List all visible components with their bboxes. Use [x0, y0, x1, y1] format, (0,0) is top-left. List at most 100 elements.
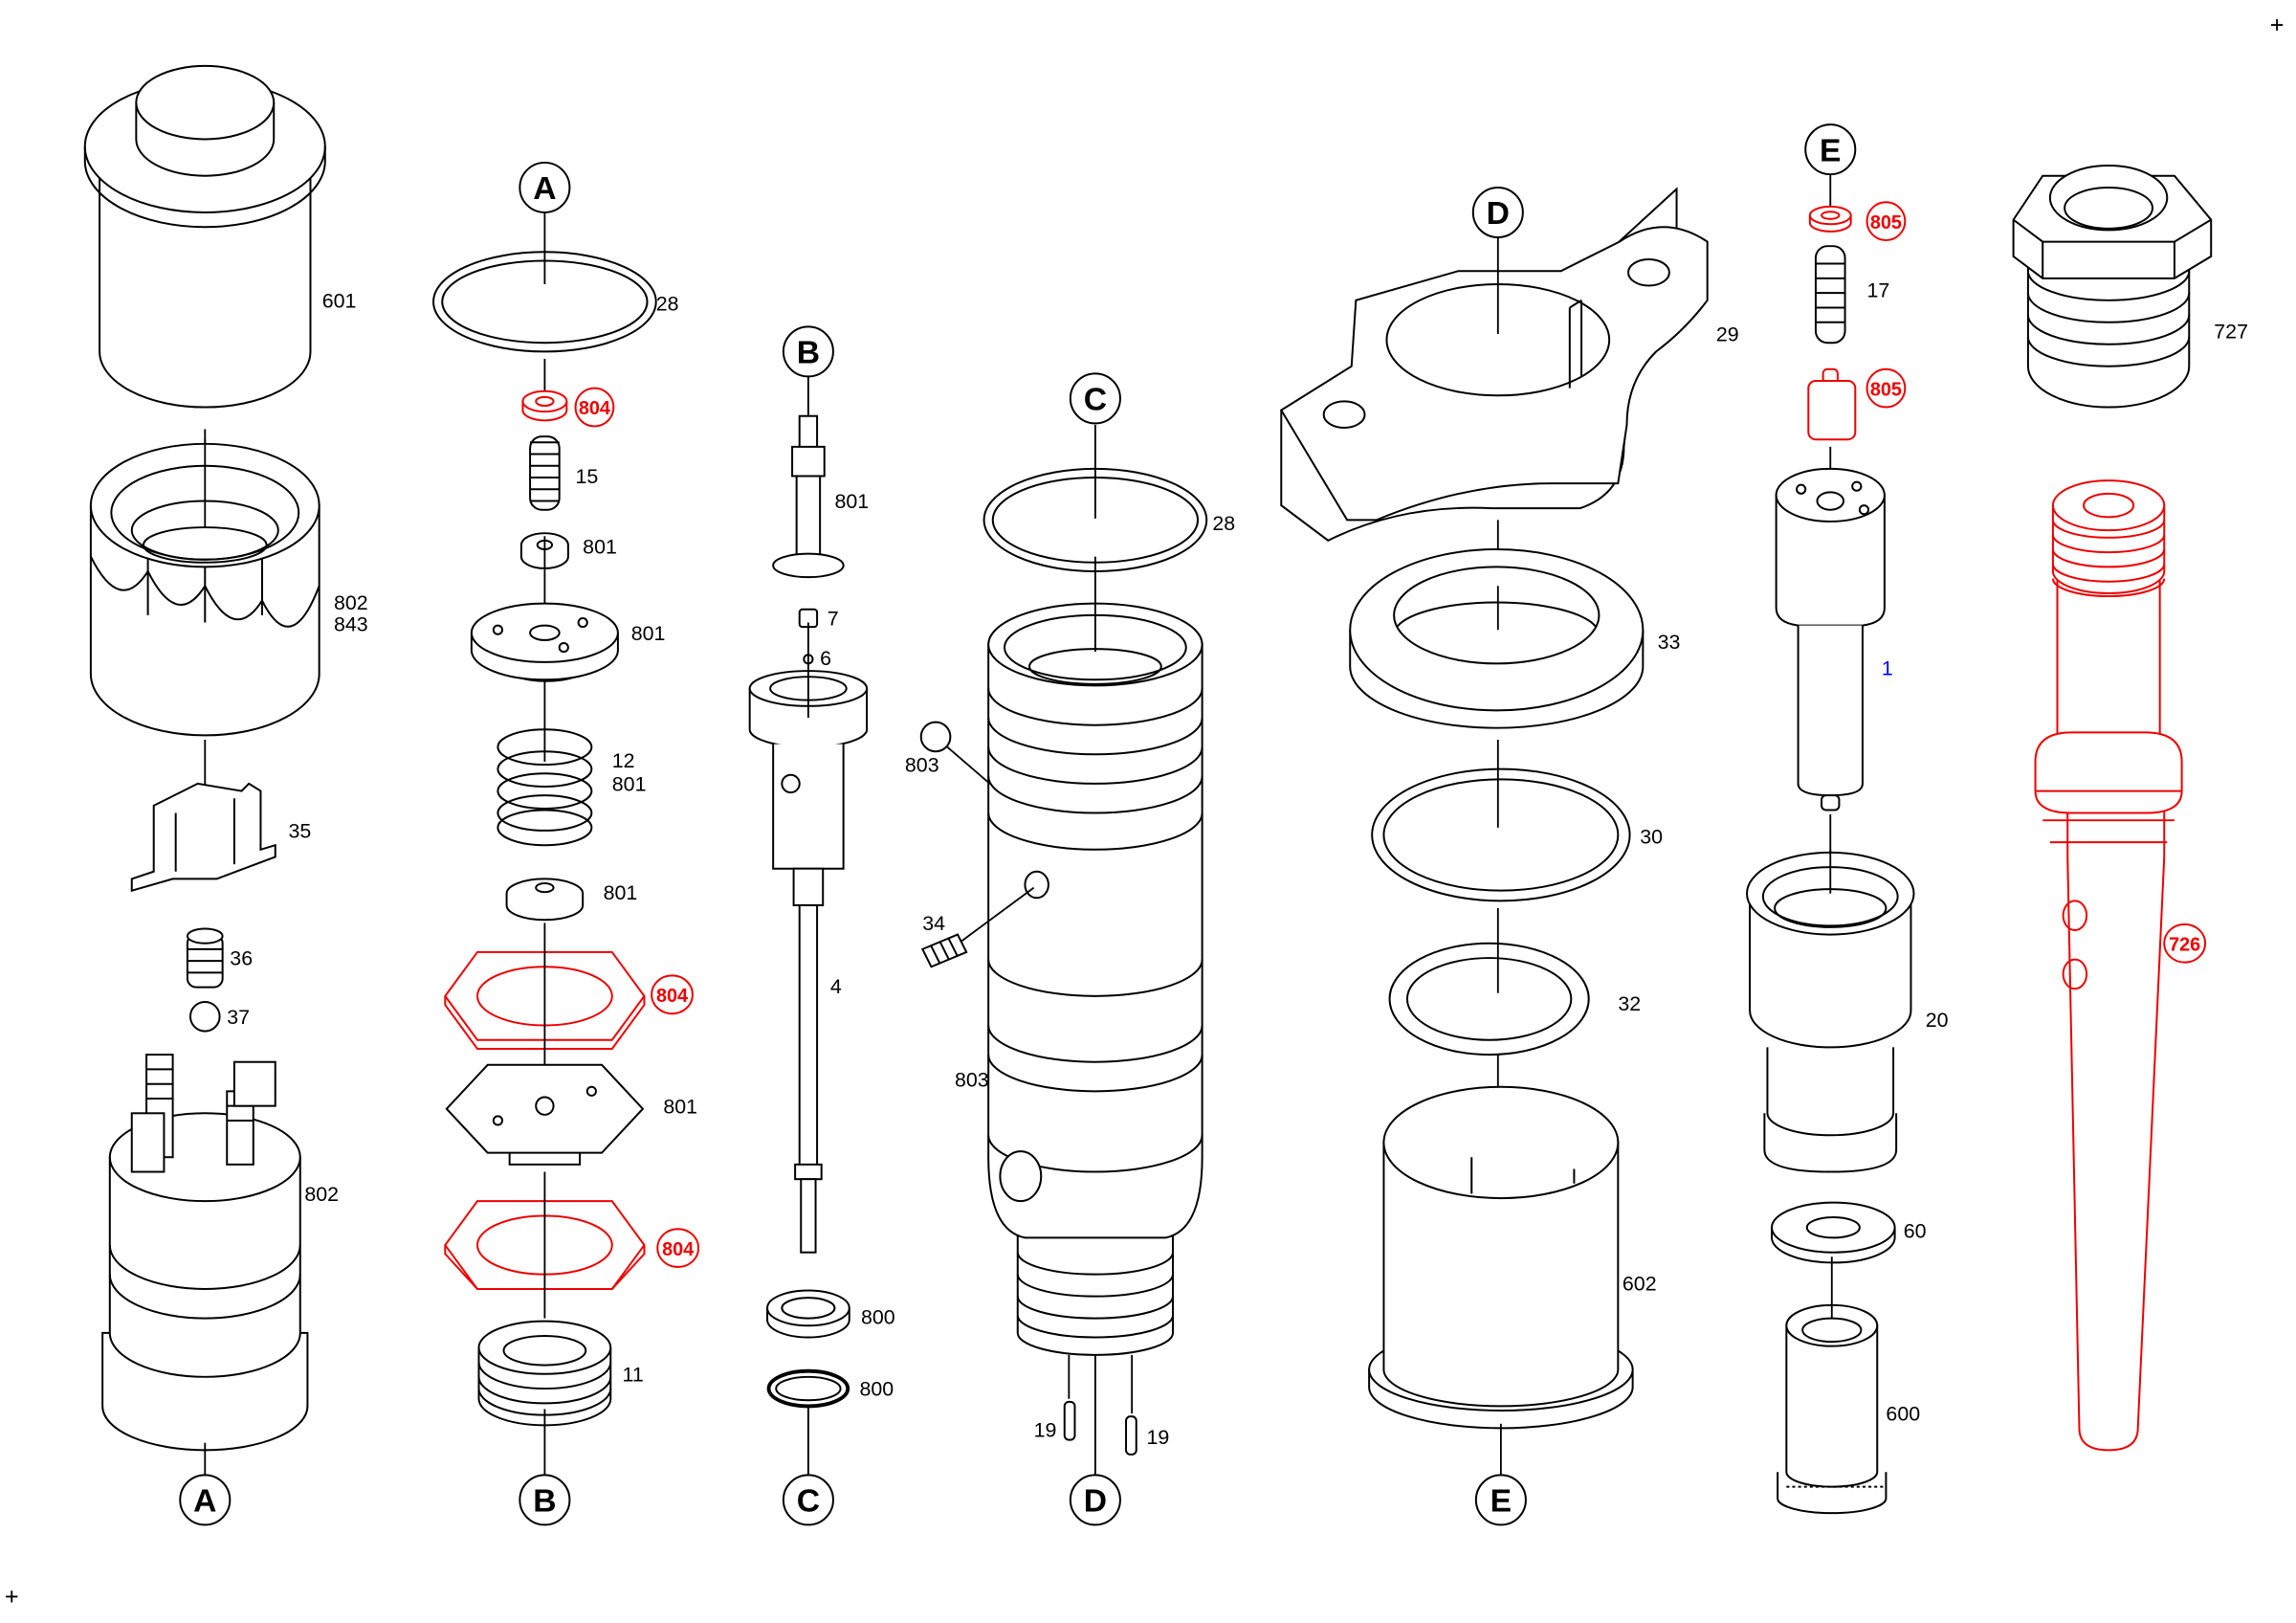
part-label: 801 [612, 773, 647, 796]
connector-a-top[interactable]: A [519, 161, 571, 213]
part-801-c-clip[interactable] [505, 878, 585, 922]
part-label: 803 [905, 754, 939, 777]
part-600-sleeve[interactable] [1777, 1303, 1888, 1515]
part-label: 800 [861, 1306, 895, 1329]
part-label-highlighted: 805 [1870, 212, 1902, 233]
part-801-valve-pin[interactable] [772, 414, 845, 579]
part-805-washer[interactable] [1808, 205, 1852, 233]
part-label-highlighted: 804 [579, 398, 610, 419]
part-label: 601 [322, 289, 357, 312]
svg-text:D: D [1084, 1484, 1107, 1520]
part-label: 602 [1623, 1273, 1657, 1296]
part-800-ring[interactable] [766, 1368, 850, 1409]
connector-b-bottom[interactable]: B [519, 1409, 571, 1526]
connector-b-top[interactable]: B [782, 325, 834, 378]
part-label: 802 [304, 1183, 339, 1206]
connector-d-bottom[interactable]: D [1069, 1474, 1121, 1526]
part-label: 15 [576, 465, 599, 488]
part-label: 37 [227, 1006, 250, 1029]
part-602-sleeve[interactable] [1368, 1085, 1634, 1430]
part-label: 801 [631, 622, 666, 645]
part-35-clip[interactable] [130, 782, 276, 892]
part-17-spring[interactable] [1814, 245, 1846, 345]
part-802-solenoid[interactable] [101, 1054, 309, 1452]
connector-c-bottom[interactable]: C [782, 1407, 834, 1526]
part-label: 4 [830, 975, 842, 998]
part-601-cap[interactable] [83, 64, 326, 409]
part-label: 801 [834, 490, 869, 513]
part-label: 600 [1886, 1403, 1920, 1426]
part-label: 843 [334, 613, 368, 636]
svg-text:E: E [1820, 133, 1841, 168]
part-33-ring[interactable] [1349, 548, 1645, 729]
part-label: 19 [1034, 1419, 1057, 1442]
part-label: 33 [1658, 631, 1681, 654]
part-label-highlighted: 804 [662, 1239, 694, 1260]
part-60-washer[interactable] [1771, 1201, 1896, 1264]
part-4-valve-piece[interactable] [748, 670, 869, 1254]
connector-c-top[interactable]: C [1069, 372, 1121, 425]
part-label: 35 [289, 820, 312, 843]
part-label: 11 [623, 1363, 644, 1386]
connector-e-top[interactable]: E [1804, 123, 1857, 176]
svg-text:A: A [193, 1484, 216, 1520]
part-34-pin[interactable] [920, 933, 968, 968]
part-label: 800 [859, 1378, 894, 1401]
part-36-screw[interactable] [186, 927, 224, 989]
part-19-pin[interactable] [1125, 1415, 1137, 1456]
part-label: 801 [583, 536, 617, 559]
part-32-ring[interactable] [1388, 942, 1590, 1056]
part-11-nut[interactable] [477, 1320, 612, 1427]
part-label: 30 [1640, 826, 1663, 849]
svg-text:B: B [533, 1484, 556, 1520]
part-label-highlighted: 804 [656, 986, 688, 1007]
part-15-spring[interactable] [529, 435, 561, 511]
part-label: 803 [955, 1069, 989, 1092]
part-37-ball[interactable] [188, 1000, 221, 1033]
part-label: 801 [604, 881, 638, 904]
part-label: 36 [230, 947, 253, 970]
part-label: 6 [820, 647, 831, 670]
part-label: 801 [663, 1095, 697, 1118]
part-30-ring[interactable] [1371, 767, 1631, 902]
part-726-pressure-pipe-connector[interactable] [2034, 479, 2183, 1452]
part-label: 802 [334, 591, 368, 614]
part-label-highlighted: 805 [1870, 379, 1902, 400]
part-1-nozzle[interactable] [1775, 467, 1886, 812]
part-label: 17 [1867, 279, 1890, 302]
part-804-washer[interactable] [521, 389, 568, 422]
connector-e-bottom[interactable]: E [1474, 1474, 1527, 1526]
part-727-union-nut[interactable] [2012, 165, 2213, 409]
corner-marker [2270, 18, 2284, 32]
part-injector-body[interactable] [987, 556, 1203, 1356]
part-label: 29 [1716, 323, 1739, 346]
part-label: 12 [612, 749, 635, 772]
part-label: 727 [2214, 321, 2248, 344]
part-805-spacer[interactable] [1807, 367, 1857, 441]
part-label: 60 [1904, 1219, 1927, 1242]
part-label: 20 [1926, 1009, 1949, 1032]
svg-text:C: C [797, 1484, 820, 1520]
part-800-ring[interactable] [766, 1289, 850, 1339]
part-label: 28 [656, 293, 679, 316]
svg-text:C: C [1084, 383, 1107, 418]
part-803-ball[interactable] [919, 721, 952, 753]
svg-text:A: A [533, 171, 556, 207]
part-801-disc[interactable] [470, 602, 619, 682]
part-802-nut[interactable] [89, 439, 320, 737]
svg-text:D: D [1487, 196, 1510, 232]
part-20-nozzle-nut[interactable] [1746, 851, 1915, 1173]
connector-a-bottom[interactable]: A [179, 1442, 232, 1526]
part-label: 34 [922, 912, 945, 935]
corner-marker [6, 1590, 18, 1603]
part-29-bracket[interactable] [1279, 187, 1709, 543]
svg-text:E: E [1490, 1484, 1512, 1520]
part-label-highlighted: 726 [2169, 934, 2200, 955]
part-label: 28 [1212, 512, 1235, 535]
part-801-hex-plate[interactable] [445, 1063, 645, 1166]
part-label: 19 [1146, 1426, 1169, 1449]
part-19-pin[interactable] [1063, 1400, 1076, 1441]
connector-d-top[interactable]: D [1471, 186, 1524, 238]
svg-text:B: B [797, 336, 820, 371]
part-label: 32 [1618, 992, 1641, 1015]
